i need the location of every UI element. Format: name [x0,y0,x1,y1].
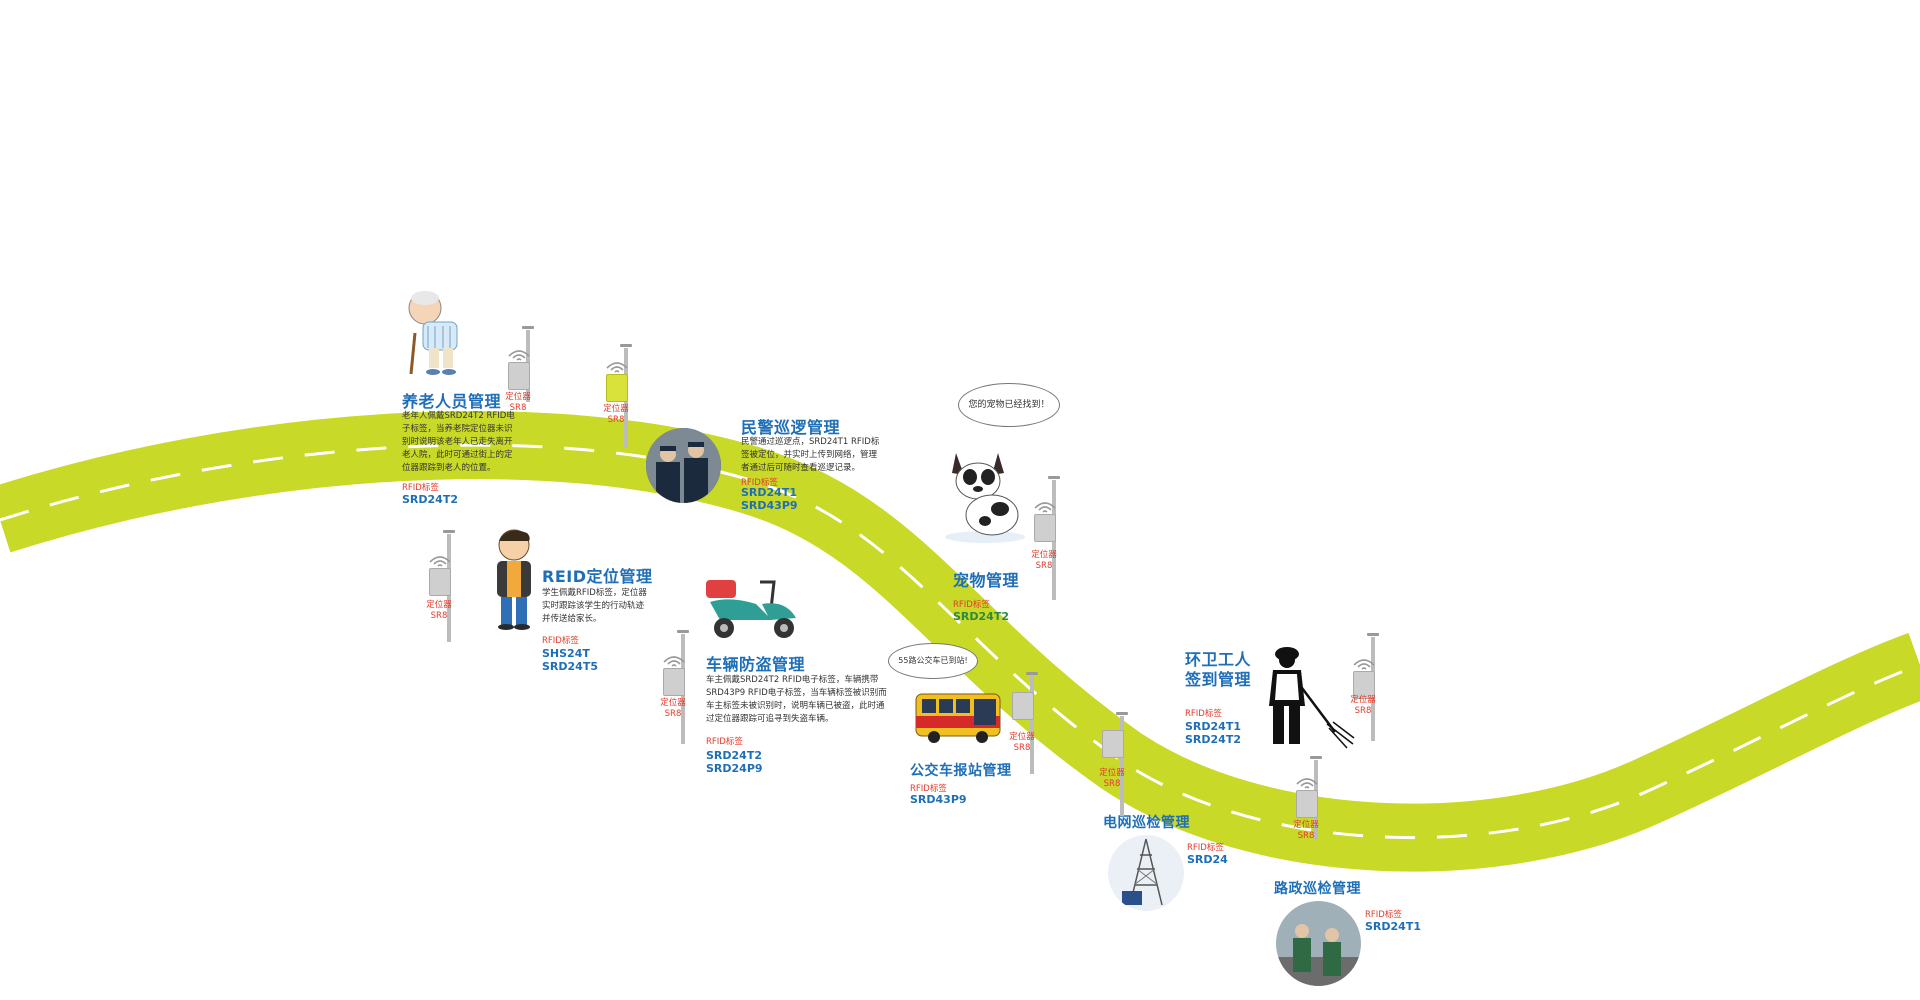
vehicle-models: SRD24T2 SRD24P9 [706,749,763,775]
bus-speech-bubble: 55路公交车已到站! [888,643,978,679]
bus-rfid-label: RFID标签 [910,784,947,794]
locator-model: SR8 [430,611,448,621]
elderly-model-1: SRD24T2 [402,493,458,506]
pet-model-1: SRD24T2 [953,610,1009,623]
vehicle-description: 车主佩戴SRD24T2 RFID电子标签，车辆携带SRD43P9 RFID电子标… [706,675,887,724]
sanitation-title-line1: 环卫工人 [1185,650,1252,669]
police-model-1: SRD24T1 [741,486,797,499]
sanitation-title: 环卫工人 签到管理 [1185,650,1251,690]
police-model-2: SRD43P9 [741,499,798,512]
locator-label: 定位器 [1350,695,1376,705]
grid-photo [1108,835,1184,911]
wifi-signal-icon [1353,659,1375,670]
grid-rfid-label: RFID标签 [1187,843,1224,853]
wifi-signal-icon [1296,778,1318,789]
pet-bubble-text: 您的宠物已经找到！ [968,400,1050,410]
vehicle-model-1: SRD24T2 [706,749,762,762]
reid-rfid-label: RFID标签 [542,636,579,646]
grid-models: SRD24 [1187,853,1228,866]
reid-title: REID定位管理 [542,567,653,586]
locator-model: SR8 [509,403,527,413]
road-patrol-title: 路政巡检管理 [1274,881,1361,897]
reid-models: SHS24T SRD24T5 [542,647,598,673]
road-patrol-models: SRD24T1 [1365,920,1421,933]
wifi-signal-icon [1034,502,1056,513]
grid-model-1: SRD24 [1187,853,1228,866]
sanitation-model-2: SRD24T2 [1185,733,1241,746]
elderly-illustration [408,291,458,375]
bus-title: 公交车报站管理 [910,763,1012,779]
road-patrol-photo [1276,901,1361,986]
locator-label: 定位器 [603,404,629,414]
wifi-signal-icon [429,556,451,567]
locator-label: 定位器 [426,600,452,610]
vehicle-model-2: SRD24P9 [706,762,763,775]
locator-label: 定位器 [1031,550,1057,560]
student-illustration [497,529,531,630]
pet-title: 宠物管理 [953,571,1020,590]
bus-bubble-text: 55路公交车已到站! [898,656,968,665]
pet-speech-bubble: 您的宠物已经找到！ [958,383,1060,427]
reid-description: 学生佩戴RFID标签，定位器实时跟踪该学生的行动轨迹并传送给家长。 [542,588,647,624]
grid-title: 电网巡检管理 [1103,815,1190,831]
wifi-signal-icon [508,350,530,361]
locator-model: SR8 [1035,561,1053,571]
bus-illustration [915,693,1001,743]
police-rfid-label: RFID标签 [741,478,778,488]
locator-model: SR8 [664,709,682,719]
locator-model: SR8 [1354,706,1372,716]
reid-model-1: SHS24T [542,647,590,660]
locator-model: SR8 [1103,779,1121,789]
pet-rfid-label: RFID标签 [953,600,990,610]
pet-models: SRD24T2 [953,610,1009,623]
locator-label: 定位器 [1009,732,1035,742]
police-description: 民警通过巡逻点，SRD24T1 RFID标签被定位，并实时上传到网络，管理者通过… [741,437,880,473]
elderly-rfid-label: RFID标签 [402,483,439,493]
road-patrol-model-1: SRD24T1 [1365,920,1421,933]
sweeper-illustration [1269,647,1355,749]
road-patrol-rfid-label: RFID标签 [1365,910,1402,920]
elderly-description: 老年人佩戴SRD24T2 RFID电子标签，当养老院定位器未识别时说明该老年人已… [402,411,515,473]
dog-illustration [945,453,1025,543]
police-title: 民警巡逻管理 [741,418,841,437]
sanitation-title-line2: 签到管理 [1185,670,1252,689]
police-photo [646,428,721,503]
bus-model-1: SRD43P9 [910,793,967,806]
wifi-signal-icon [663,656,685,667]
locator-label: 定位器 [505,392,531,402]
elderly-models: SRD24T2 [402,493,458,506]
vehicle-rfid-label: RFID标签 [706,737,743,747]
locator-model: SR8 [1013,743,1031,753]
sanitation-models: SRD24T1 SRD24T2 [1185,720,1241,746]
wifi-signal-icon [606,362,628,373]
police-models: SRD24T1 SRD43P9 [741,486,798,512]
sanitation-model-1: SRD24T1 [1185,720,1241,733]
locator-label: 定位器 [1099,768,1125,778]
locator-model: SR8 [607,415,625,425]
sanitation-rfid-label: RFID标签 [1185,709,1222,719]
locator-label: 定位器 [660,698,686,708]
reid-model-2: SRD24T5 [542,660,598,673]
locator-label: 定位器 [1293,820,1319,830]
locator-model: SR8 [1297,831,1315,841]
vehicle-title: 车辆防盗管理 [706,655,806,674]
elderly-title: 养老人员管理 [402,392,502,411]
scooter-illustration [706,580,796,638]
bus-models: SRD43P9 [910,793,967,806]
